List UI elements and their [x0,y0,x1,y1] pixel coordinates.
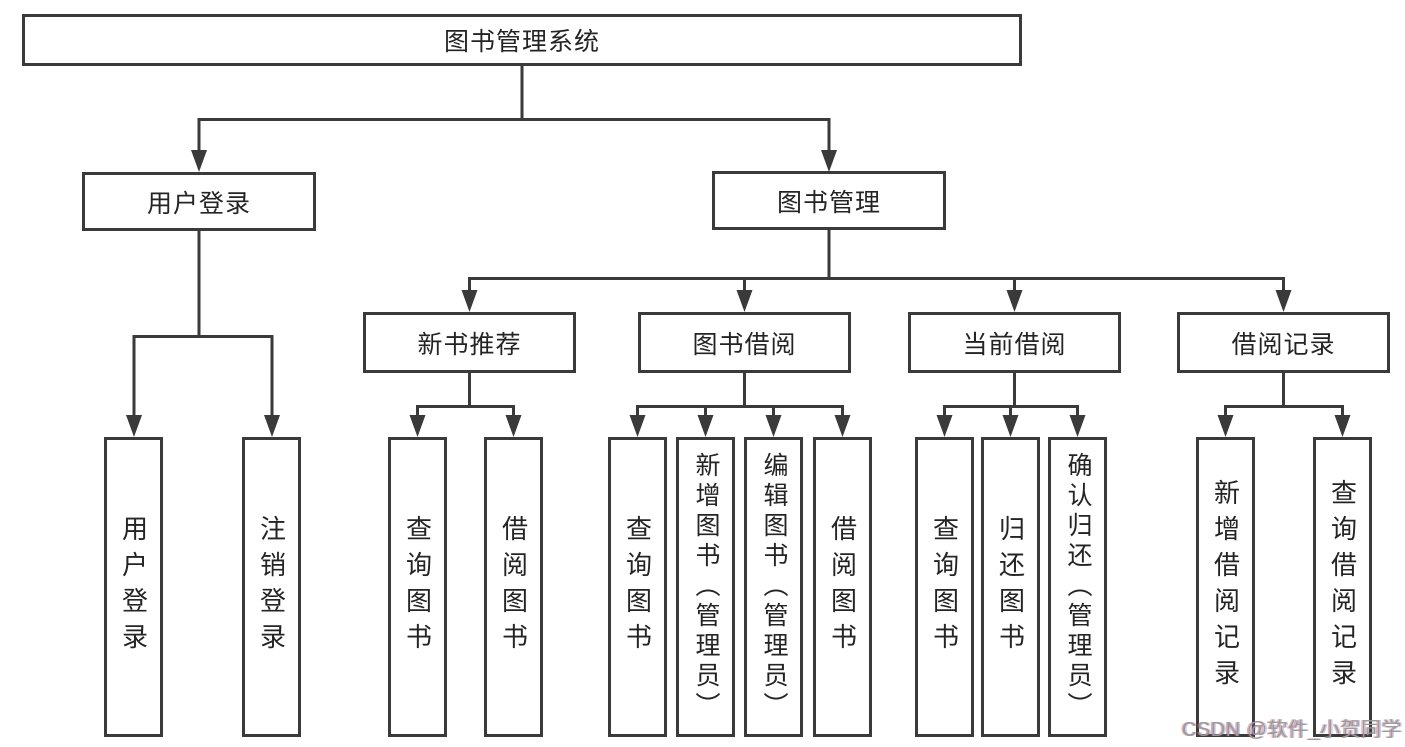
node-library-management-system: 图书管理系统 [22,14,1022,66]
node-user-login: 用户登录 [82,172,316,231]
leaf-confirm-return-admin: 确认归还（管理员） [1048,437,1107,737]
node-label: 图书借阅 [692,330,797,359]
leaf-label: 确认归还（管理员） [1064,452,1092,722]
csdn-watermark: CSDN @软件_小贺同学 [1182,719,1403,741]
node-label: 图书管理 [776,188,881,217]
leaf-query-books-current: 查询图书 [915,437,974,737]
leaf-borrow-books-recommend: 借阅图书 [484,437,543,737]
node-label: 当前借阅 [962,330,1067,359]
node-book-management: 图书管理 [712,171,946,230]
leaf-user-login: 用户登录 [104,437,163,737]
node-label: 借阅记录 [1231,330,1336,359]
leaf-borrow-books-borrowing: 借阅图书 [813,437,872,737]
leaf-label: 用户登录 [118,515,149,659]
leaf-query-borrow-record: 查询借阅记录 [1313,437,1372,737]
node-book-borrowing: 图书借阅 [638,312,851,373]
leaf-label: 借阅图书 [827,515,858,659]
leaf-label: 新增图书（管理员） [692,452,720,722]
leaf-return-book: 归还图书 [981,437,1040,737]
node-label: 用户登录 [146,189,251,218]
leaf-label: 查询图书 [622,515,653,659]
leaf-label: 新增借阅记录 [1210,479,1241,695]
leaf-edit-book-admin: 编辑图书（管理员） [744,437,803,737]
leaf-label: 编辑图书（管理员） [760,452,788,722]
node-label: 新书推荐 [417,330,522,359]
node-label: 图书管理系统 [443,28,600,56]
leaf-logout: 注销登录 [242,437,301,737]
leaf-label: 查询图书 [929,515,960,659]
leaf-add-book-admin: 新增图书（管理员） [676,437,735,737]
leaf-query-books-borrowing: 查询图书 [608,437,667,737]
node-borrowing-records: 借阅记录 [1177,312,1390,373]
leaf-label: 归还图书 [995,515,1026,659]
node-new-book-recommendation: 新书推荐 [363,312,576,373]
leaf-label: 查询图书 [402,515,433,659]
leaf-label: 查询借阅记录 [1327,479,1358,695]
leaf-label: 借阅图书 [498,515,529,659]
node-current-borrowing: 当前借阅 [908,312,1121,373]
leaf-query-books-recommend: 查询图书 [388,437,447,737]
leaf-label: 注销登录 [256,515,287,659]
leaf-add-borrow-record: 新增借阅记录 [1196,437,1255,737]
